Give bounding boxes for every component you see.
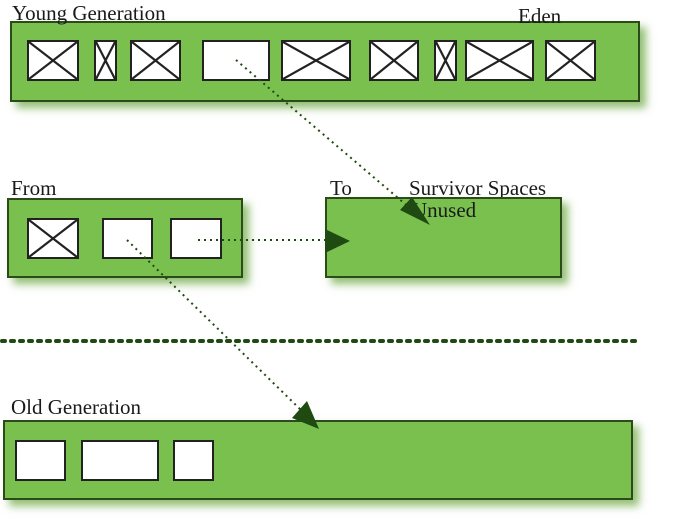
dead-object-cross-icon <box>283 42 349 79</box>
dead-object-cross-icon <box>371 42 417 79</box>
dead-object-cross-icon <box>96 42 115 79</box>
old-object-2 <box>81 440 159 481</box>
eden-object-8 <box>465 40 534 81</box>
eden-object-4 <box>202 40 270 81</box>
from-object-2 <box>102 218 153 259</box>
dead-object-cross-icon <box>132 42 179 79</box>
eden-object-2 <box>94 40 117 81</box>
dead-object-cross-icon <box>467 42 532 79</box>
from-label: From <box>11 176 57 200</box>
eden-object-6 <box>369 40 419 81</box>
eden-object-7 <box>434 40 457 81</box>
old-object-1 <box>15 440 66 481</box>
eden-object-9 <box>545 40 596 81</box>
unused-label: Unused <box>412 198 477 222</box>
survivor-spaces-label: Survivor Spaces <box>409 176 547 200</box>
eden-object-1 <box>27 40 79 81</box>
from-object-3 <box>170 218 222 259</box>
dead-object-cross-icon <box>29 220 77 257</box>
dead-object-cross-icon <box>29 42 77 79</box>
to-label: To <box>330 176 352 200</box>
eden-object-5 <box>281 40 351 81</box>
eden-object-3 <box>130 40 181 81</box>
eden-label: Eden <box>518 4 562 28</box>
young-generation-label: Young Generation <box>12 1 166 25</box>
old-object-3 <box>173 440 214 481</box>
dead-object-cross-icon <box>547 42 594 79</box>
dead-object-cross-icon <box>436 42 455 79</box>
old-generation-label: Old Generation <box>11 395 142 419</box>
from-object-1 <box>27 218 79 259</box>
